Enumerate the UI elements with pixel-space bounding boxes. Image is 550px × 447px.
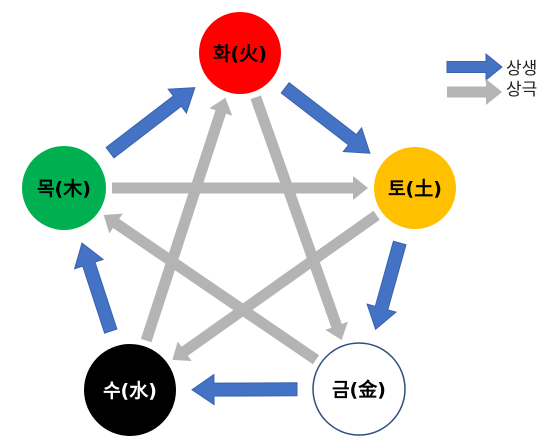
node-earth: 토(土): [374, 147, 456, 229]
generating-arrow-metal-to-water: [191, 373, 298, 406]
legend-overcoming-arrow-shape: [447, 79, 502, 105]
node-metal-label: 금(金): [332, 378, 386, 401]
node-wood-circle: [22, 146, 106, 230]
node-water: 수(水): [84, 344, 176, 436]
node-wood-label: 목(木): [37, 177, 91, 200]
overcoming-arrow-earth-to-water: [172, 210, 380, 361]
generating-arrows: [73, 81, 407, 406]
node-fire-circle: [199, 12, 281, 94]
overcoming-arrow-wood-to-earth: [112, 176, 368, 200]
element-nodes: 화(火) 토(土) 금(金) 수(水) 목(木): [22, 12, 456, 436]
node-earth-circle: [374, 147, 456, 229]
node-fire-label: 화(火): [213, 43, 267, 65]
legend-overcoming-arrow-icon: [447, 79, 502, 105]
node-metal: 금(金): [312, 342, 406, 436]
legend-overcoming-label: 상극: [506, 80, 537, 100]
generating-arrow-water-to-wood: [73, 242, 118, 334]
overcoming-arrow-metal-to-wood: [103, 213, 320, 365]
node-metal-circle: [312, 342, 406, 436]
overcoming-arrow-fire-to-metal: [250, 95, 348, 340]
overcoming-arrows: [103, 95, 380, 365]
node-earth-label: 토(土): [388, 178, 442, 200]
node-fire: 화(火): [199, 12, 281, 94]
legend-generating-arrow-shape: [446, 52, 503, 82]
generating-arrow-earth-to-metal: [366, 240, 407, 331]
generating-arrow-fire-to-earth: [280, 81, 371, 154]
node-water-label: 수(水): [103, 380, 157, 402]
node-water-circle: [84, 344, 176, 436]
legend-generating-label: 상생: [506, 59, 537, 79]
legend: 상생 상극: [446, 52, 537, 105]
legend-generating-arrow-icon: [446, 52, 503, 82]
overcoming-arrow-water-to-fire: [140, 97, 233, 343]
node-wood: 목(木): [22, 146, 106, 230]
generating-arrow-wood-to-fire: [105, 87, 196, 159]
